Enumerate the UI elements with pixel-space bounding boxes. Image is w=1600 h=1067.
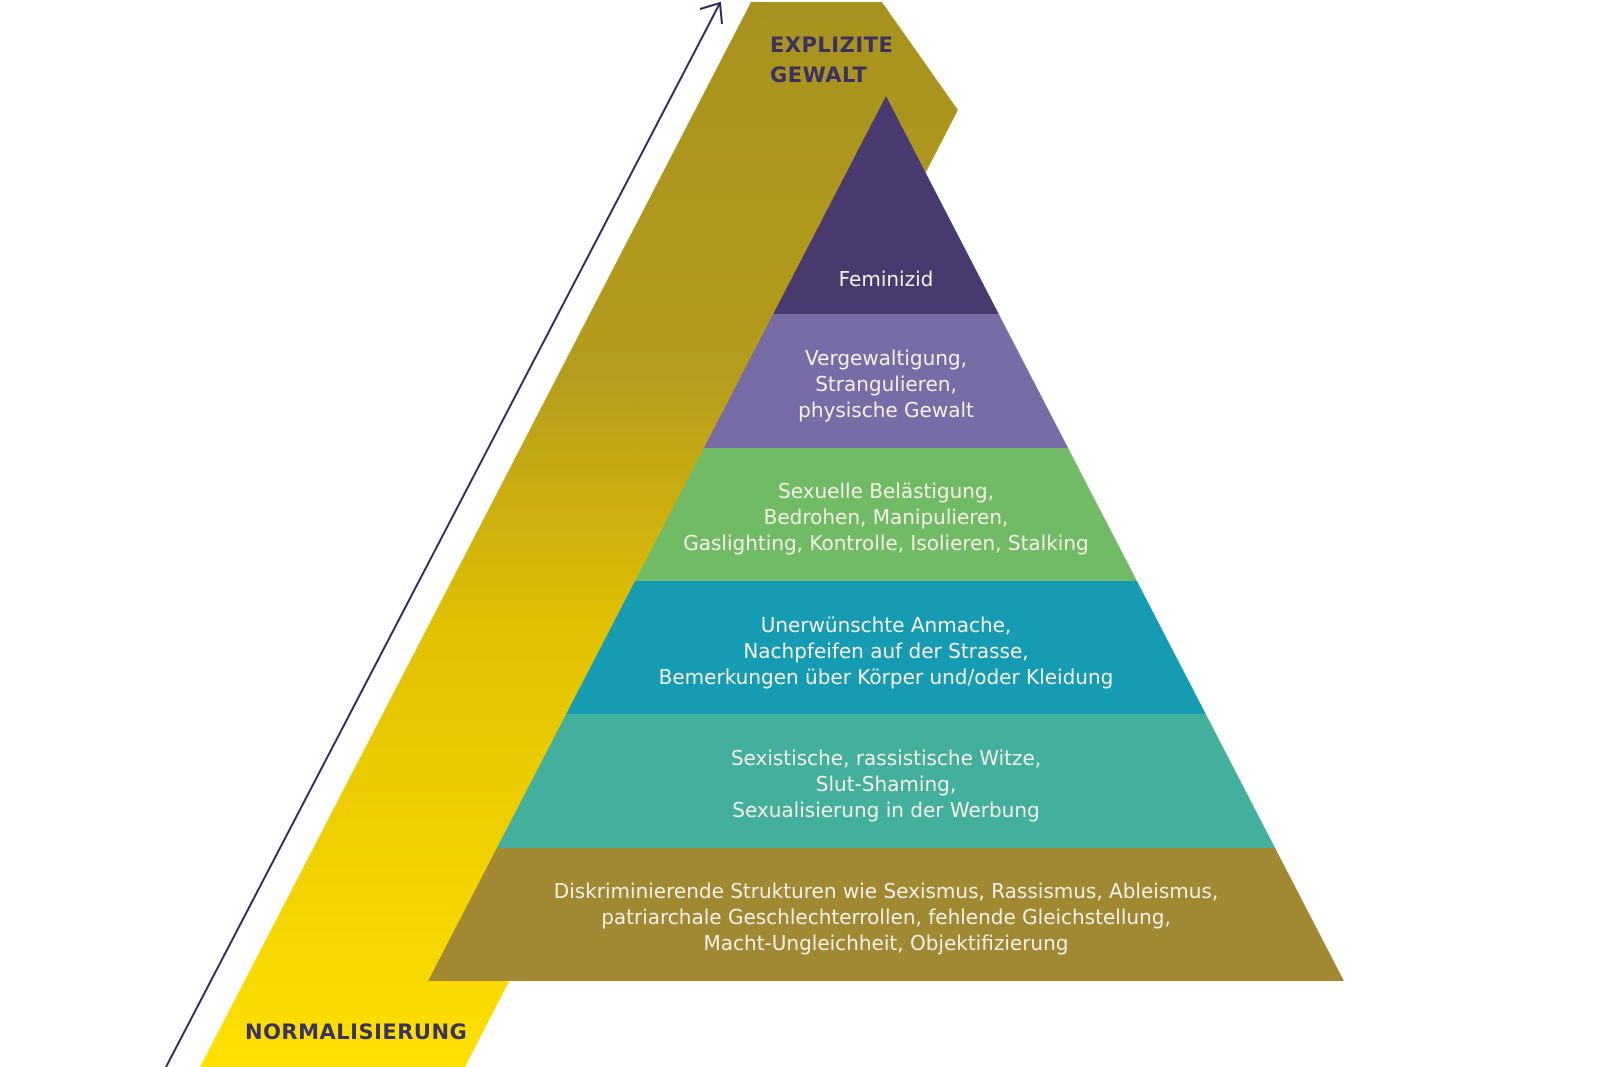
- arrow-head-icon: [699, 1, 723, 25]
- layer-label-harassment-control: Sexuelle Belästigung, Bedrohen, Manipuli…: [683, 479, 1089, 555]
- normalization-label: NORMALISIERUNG: [245, 1020, 468, 1044]
- layer-label-physical-violence: Vergewaltigung, Strangulieren, physische…: [798, 346, 974, 422]
- pyramid-layers: [428, 96, 1344, 981]
- pyramid-layer-harassment-control: [635, 448, 1137, 581]
- layer-label-sexist-jokes: Sexistische, rassistische Witze, Slut-Sh…: [730, 746, 1042, 822]
- normalization-band: [200, 2, 958, 1067]
- pyramid-layer-discriminating-structures: [428, 848, 1344, 981]
- layer-label-unwanted-advances: Unerwünschte Anmache, Nachpfeifen auf de…: [658, 613, 1114, 689]
- pyramid-layer-physical-violence: [703, 314, 1069, 448]
- pyramid-layer-sexist-jokes: [496, 714, 1276, 848]
- pyramid-layer-femicide: [773, 96, 999, 314]
- normalization-arrow: [165, 1, 723, 1067]
- layer-label-femicide: Feminizid: [838, 267, 934, 291]
- layer-label-discriminating-structures: Diskriminierende Strukturen wie Sexismus…: [553, 879, 1219, 955]
- explicit-violence-label: EXPLIZITE GEWALT: [770, 33, 894, 87]
- pyramid-layer-unwanted-advances: [566, 581, 1206, 714]
